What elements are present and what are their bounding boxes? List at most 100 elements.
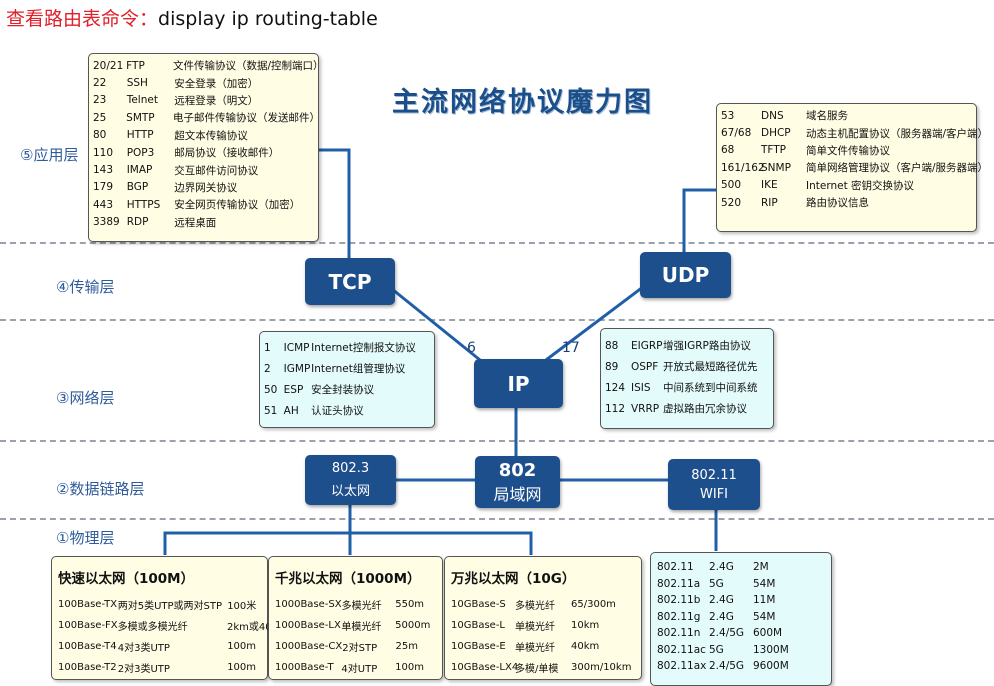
- ip-protocol-row-desc: 认证头协议: [311, 405, 364, 417]
- lan-802-label: 802: [498, 459, 537, 481]
- ip-protocol-row-name: OSPF: [631, 360, 659, 373]
- udp-port-row-name: TFTP: [761, 144, 787, 157]
- ip-protocol-row-desc: 中间系统到中间系统: [663, 382, 758, 394]
- wifi-standard-row-std: 802.11: [657, 561, 694, 574]
- udp-port-row-name: IKE: [761, 179, 778, 192]
- lan-802-sublabel: 局域网: [493, 484, 542, 504]
- tcp-port-row-port: 23: [93, 94, 107, 107]
- lan-802-node: 802 局域网: [475, 456, 560, 508]
- tcp-port-row-name: SSH: [126, 77, 148, 90]
- ip-protocol-row: 50 ESP 安全封装协议: [260, 379, 434, 400]
- ip-protocol-row-name: ICMP: [283, 341, 310, 354]
- wifi-standard-row-std: 802.11n: [657, 627, 701, 640]
- wifi-standard-row-band: 5G: [709, 577, 724, 590]
- ip-protocol-row-desc: 安全封装协议: [311, 384, 375, 396]
- ethernet-802-3-node: 802.3 以太网: [305, 455, 396, 505]
- gigabit-ethernet-row-dist: 25m: [395, 641, 418, 652]
- ten-gigabit-ethernet-row-medium: 单模光纤: [515, 622, 555, 633]
- ip-protocol-row-num: 50: [264, 383, 278, 396]
- fast-ethernet-title: 快速以太网（100M）: [58, 571, 195, 587]
- ip-protocol-row-name: ESP: [283, 383, 304, 396]
- gigabit-ethernet-row-medium: 2对STP: [342, 643, 378, 654]
- layer-label-physical: ①物理层: [56, 529, 115, 547]
- ip-protocol-row-desc: 虚拟路由冗余协议: [663, 403, 747, 415]
- gigabit-ethernet-row-medium: 单模光纤: [341, 622, 382, 633]
- udp-port-row-desc: 动态主机配置协议（服务器端/客户端）: [806, 127, 989, 140]
- tcp-protocol-number: 6: [467, 340, 476, 356]
- wifi-standard-row-band: 2.4/5G: [709, 627, 745, 640]
- ten-gigabit-ethernet-row-std: 10GBase-S: [451, 599, 506, 610]
- tcp-port-row-desc: 文件传输协议（数据/控制端口）: [173, 60, 324, 73]
- ip-protocol-row-desc: Internet控制报文协议: [311, 342, 416, 354]
- wifi-standard-row-rate: 600M: [753, 627, 783, 640]
- fast-ethernet-row-std: 100Base-T4: [58, 641, 117, 652]
- ten-gigabit-ethernet-title: 万兆以太网（10G）: [451, 571, 576, 587]
- fast-ethernet-row-std: 100Base-T2: [58, 662, 117, 673]
- ip-protocol-row-num: 51: [264, 404, 278, 417]
- diagram-title: 主流网络协议魔力图: [392, 87, 653, 118]
- wifi-standard-row-band: 2.4G: [709, 594, 734, 607]
- gigabit-ethernet-row-dist: 100m: [395, 662, 424, 673]
- wifi-standard-row-rate: 54M: [753, 577, 776, 590]
- gigabit-ethernet-row-std: 1000Base-T: [275, 662, 334, 673]
- command-hint-label: 查看路由表命令：: [6, 8, 159, 30]
- udp-port-row-name: RIP: [761, 196, 778, 209]
- fast-ethernet-row-medium: 多模或多模光纤: [117, 622, 188, 633]
- ip-protocol-row-desc: 开放式最短路径优先: [663, 361, 758, 373]
- fast-ethernet-row-dist: 2km或40km: [227, 622, 288, 633]
- tcp-port-row-desc: 超文本传输协议: [174, 129, 248, 142]
- layer-label-transport: ④传输层: [56, 278, 115, 296]
- fast-ethernet-row-dist: 100m: [227, 662, 257, 673]
- tcp-port-row-port: 22: [93, 77, 107, 90]
- tcp-port-row-port: 179: [93, 181, 114, 194]
- wifi-standard-row: 802.11n 2.4/5G 600M: [651, 625, 831, 642]
- tcp-node: TCP: [305, 258, 395, 305]
- ten-gigabit-ethernet-row-dist: 65/300m: [571, 599, 616, 610]
- wifi-standard-row-band: 2.4G: [709, 610, 734, 623]
- tcp-to-port-box-line: [318, 148, 351, 258]
- tcp-port-row-name: Telnet: [126, 94, 158, 107]
- tcp-port-row-name: IMAP: [126, 164, 153, 177]
- wifi-802-11-node: 802.11 WIFI: [668, 459, 760, 510]
- command-text: display ip routing-table: [158, 8, 378, 30]
- layer-divider-datalink-physical: [0, 518, 994, 520]
- udp-ip-line: [545, 276, 656, 362]
- command-hint: 查看路由表命令：display ip routing-table: [6, 4, 378, 31]
- gigabit-ethernet-row-dist: 550m: [395, 599, 425, 610]
- tcp-port-row-port: 443: [93, 198, 114, 211]
- ten-gigabit-ethernet-row-medium: 单模光纤: [515, 643, 555, 654]
- tcp-port-row-desc: 邮局协议（接收邮件）: [174, 147, 280, 160]
- udp-port-row-desc: 简单文件传输协议: [806, 144, 890, 157]
- layer-label-datalink: ②数据链路层: [56, 480, 145, 498]
